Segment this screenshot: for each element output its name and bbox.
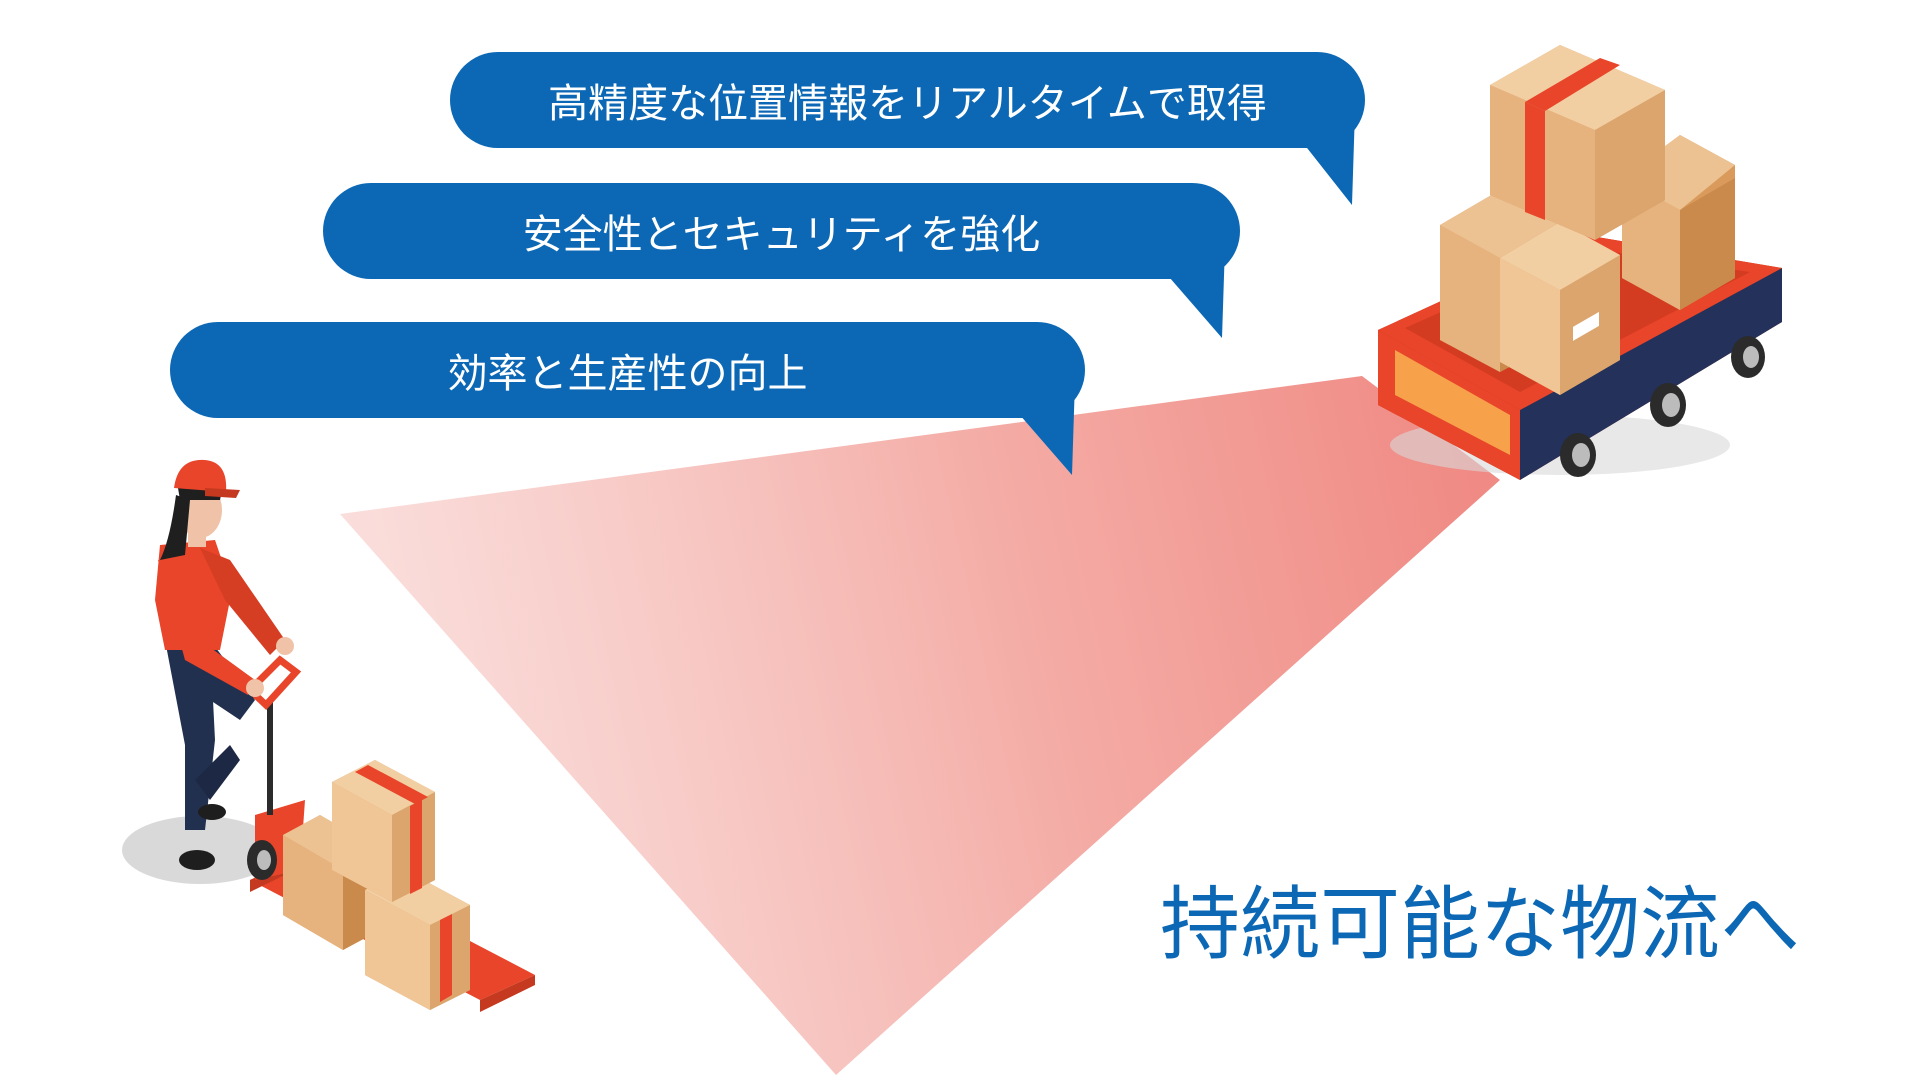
- cardboard-box: [1500, 222, 1620, 395]
- bubble-text: 高精度な位置情報をリアルタイムで取得: [548, 81, 1267, 127]
- cardboard-box: [332, 760, 435, 902]
- wheel: [1560, 433, 1596, 477]
- cardboard-box: [365, 870, 470, 1010]
- agv-illustration: [1378, 45, 1782, 480]
- bubble-text: 安全性とセキュリティを強化: [522, 212, 1041, 258]
- tagline: 持続可能な物流へ: [1160, 878, 1800, 971]
- cardboard-box: [1490, 45, 1665, 240]
- wheel: [1731, 336, 1765, 378]
- sensing-beam: [340, 376, 1500, 1075]
- worker-illustration: [122, 459, 535, 1012]
- speech-bubble-safety-security: 安全性とセキュリティを強化: [323, 183, 1240, 279]
- bubble-text: 効率と生産性の向上: [447, 351, 808, 397]
- wheel: [1650, 383, 1686, 427]
- speech-bubble-efficiency: 効率と生産性の向上: [170, 322, 1085, 418]
- speech-bubble-realtime-location: 高精度な位置情報をリアルタイムで取得: [450, 52, 1365, 148]
